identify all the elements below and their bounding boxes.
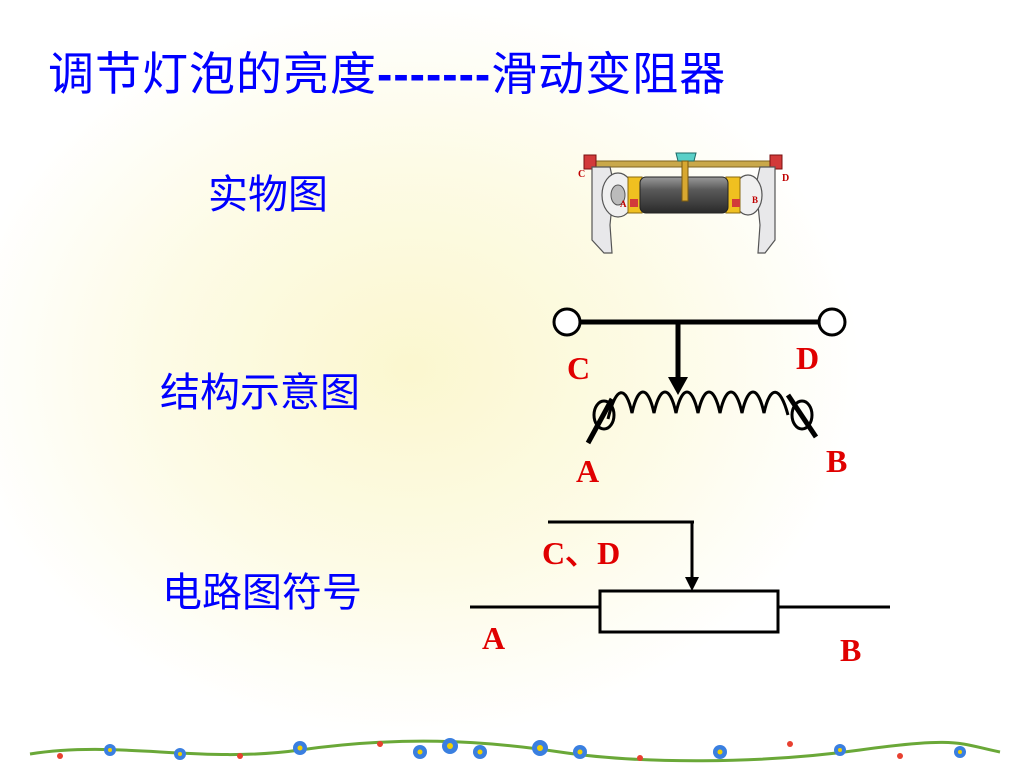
symbol-terminal-cd: C、D (542, 535, 621, 571)
title-main: 调节灯泡的亮度 (48, 47, 377, 101)
slider-arrow (668, 377, 688, 395)
label-photo: 实物图 (208, 172, 328, 218)
photo-terminal-b: B (752, 195, 758, 205)
photo-terminal-d: D (782, 173, 789, 184)
structure-terminal-b: B (826, 443, 848, 479)
symbol-terminal-a: A (482, 620, 506, 656)
terminal-d-ring (817, 307, 847, 337)
symbol-terminal-b: B (840, 632, 862, 668)
title-dashes: ------- (377, 48, 492, 100)
label-symbol: 电路图符号 (162, 570, 362, 616)
resistor-box (598, 589, 780, 634)
wiper-arrow (685, 577, 699, 591)
structure-terminal-a: A (576, 453, 600, 489)
photo-terminal-c: C (578, 169, 585, 180)
structure-terminal-c: C (567, 350, 591, 386)
page-title: 调节灯泡的亮度-------滑动变阻器 (48, 38, 726, 104)
resistance-coil (606, 390, 790, 420)
circuit-symbol (470, 520, 890, 634)
photo-terminal-a: A (620, 199, 627, 209)
structure-terminal-d: D (796, 340, 820, 376)
title-sub: 滑动变阻器 (491, 47, 727, 101)
structure-diagram (552, 307, 847, 445)
rheostat-photo: C D A B (578, 152, 789, 254)
terminal-c-ring (552, 307, 582, 337)
label-structure: 结构示意图 (160, 370, 360, 416)
flower-border (29, 738, 1001, 763)
